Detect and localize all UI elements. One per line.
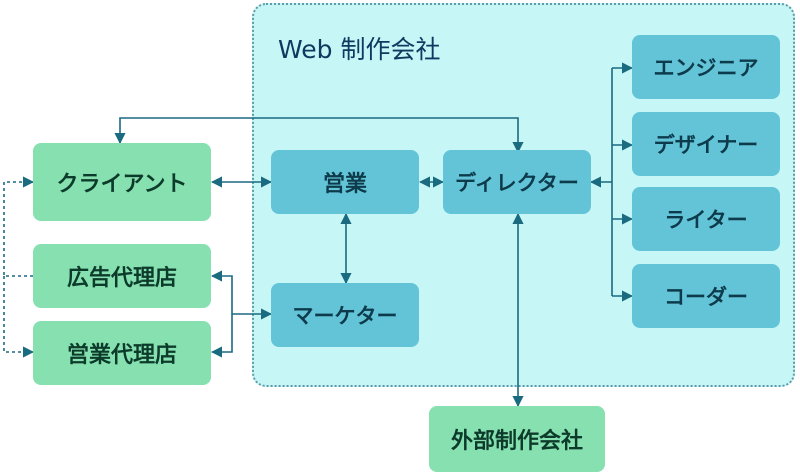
node-ad-agency: 広告代理店 [33,244,211,308]
connector-client-director [114,117,524,154]
node-sales: 営業 [271,150,419,214]
node-marketer: マーケター [271,283,419,347]
node-director: ディレクター [443,150,591,214]
node-engineer: エンジニア [632,35,780,99]
node-writer: ライター [632,187,780,251]
node-client: クライアント [33,143,211,221]
connector-ad-agency-client [3,176,35,277]
node-coder: コーダー [632,264,780,328]
node-designer: デザイナー [632,112,780,176]
connector-sales-agency-client [3,276,35,358]
web-company-label: Web 制作会社 [278,35,441,64]
node-sales-agency: 営業代理店 [33,321,211,385]
connector-ad-agency [210,270,233,358]
node-external-company: 外部制作会社 [429,406,605,472]
